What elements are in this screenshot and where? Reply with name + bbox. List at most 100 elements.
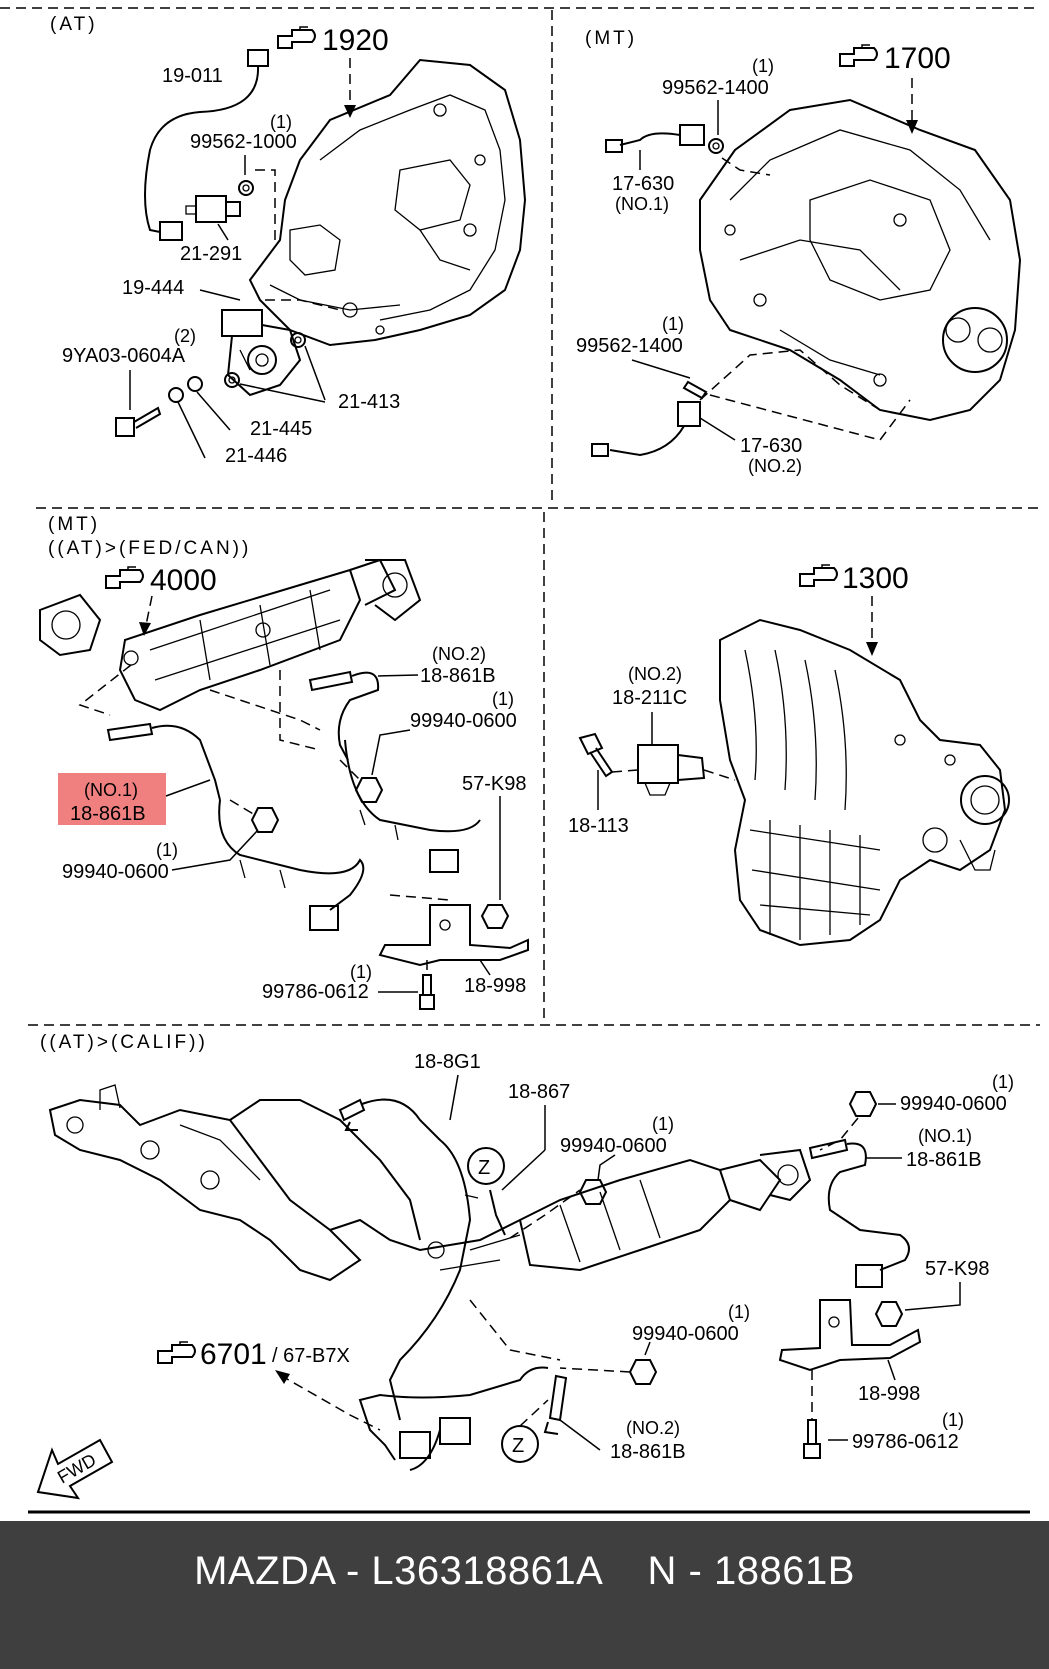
reference-number: 4000 (150, 564, 217, 597)
label-18-861b-no2: 18-861B (420, 665, 496, 687)
bracket-18-998-calif (778, 1299, 922, 1372)
section-header: (MT) (585, 28, 637, 49)
label-19-444: 19-444 (122, 277, 184, 299)
label-99786-0612: 99786-0612 (262, 981, 369, 1003)
label-18-861b-no1-highlighted: 18-861B (70, 803, 146, 825)
section-intake-manifold: 1300 (NO.2) 18-211C (568, 562, 1010, 947)
label-99940-0600-c: 99940-0600 (632, 1323, 739, 1345)
label-18-861b-no1: 18-861B (906, 1149, 982, 1171)
label-qty: (1) (270, 112, 292, 132)
switch-17-630-no1 (605, 124, 705, 153)
section-at-transmission: (AT) 1920 19-011 (1) 99562-1000 (50, 14, 527, 467)
reference-alt: / 67-B7X (272, 1345, 350, 1367)
label-z1: Z (478, 1157, 490, 1179)
harness-19-011 (144, 65, 260, 233)
label-99940-0600-b: 99940-0600 (900, 1093, 1007, 1115)
switch-17-630-no2 (591, 401, 701, 457)
intake-manifold-body (719, 618, 1010, 947)
label-no1-highlighted: (NO.1) (84, 780, 138, 800)
section-mt-transmission: (MT) 1700 (1) 99562-1400 (576, 28, 1022, 476)
label-qty-c: (1) (350, 962, 372, 982)
map-sensor-18-211c (637, 744, 706, 796)
section-header-fed-can: ((AT)>(FED/CAN)) (48, 538, 251, 559)
oxygen-sensor-calif-no1 (808, 1138, 910, 1288)
bolt-9ya03 (115, 406, 162, 437)
label-99562-1400-c: 99562-1400 (576, 335, 683, 357)
bolt-18-113 (578, 732, 614, 778)
label-21-445: 21-445 (250, 418, 312, 440)
oxygen-sensor-18-8g1 (338, 1098, 479, 1421)
label-qty-a: (1) (652, 1114, 674, 1134)
connector-a (399, 1431, 431, 1459)
label-no2: (NO.2) (748, 456, 802, 476)
section-exhaust-fed-can: (MT) ((AT)>(FED/CAN)) 4000 (NO.2) 18-861… (39, 514, 529, 1010)
oxygen-sensor-no2 (308, 670, 481, 873)
label-18-113: 18-113 (568, 815, 629, 837)
label-21-446: 21-446 (225, 445, 287, 467)
part-number-footer: MAZDA - L36318861A N - 18861B (0, 1521, 1049, 1669)
label-57-k98: 57-K98 (925, 1258, 990, 1280)
switch-21-291 (185, 195, 241, 223)
label-18-8g1: 18-8G1 (414, 1051, 481, 1073)
forward-arrow-icon: FWD (36, 1438, 114, 1500)
label-18-998: 18-998 (464, 975, 526, 997)
section-dividers (0, 7, 1040, 1514)
label-99940-0600-b: 99940-0600 (62, 861, 169, 883)
label-qty-a: (1) (492, 689, 514, 709)
catalytic-converter-calif (427, 1148, 812, 1272)
label-18-998: 18-998 (858, 1383, 920, 1405)
connector-b (439, 1417, 471, 1445)
reference-hand-icon (799, 564, 838, 587)
label-17-630-d: 17-630 (740, 435, 802, 457)
diagram-canvas: (AT) 1920 19-011 (1) 99562-1000 (0, 7, 1040, 1514)
label-qty-c: (1) (728, 1302, 750, 1322)
label-21-413: 21-413 (338, 391, 400, 413)
label-no1: (NO.1) (615, 194, 669, 214)
manual-transmission-housing (699, 98, 1022, 422)
label-qty-b: (1) (156, 840, 178, 860)
section-header: ((AT)>(CALIF)) (40, 1032, 208, 1053)
label-17-630-a: 17-630 (612, 173, 674, 195)
label-no2: (NO.2) (626, 1418, 680, 1438)
label-99562-1400-a: 99562-1400 (662, 77, 769, 99)
label-9ya03-0604a: 9YA03-0604A (62, 345, 186, 367)
label-qty-a: (1) (752, 56, 774, 76)
reference-hand-icon (839, 44, 878, 67)
label-18-861b-no2: 18-861B (610, 1441, 686, 1463)
reference-hand-icon (157, 1341, 196, 1364)
transmission-housing (248, 58, 527, 347)
label-qty-b: (1) (992, 1072, 1014, 1092)
section-header: (AT) (50, 14, 98, 35)
label-qty-c: (1) (662, 314, 684, 334)
label-no2: (NO.2) (628, 664, 682, 684)
label-57-k98: 57-K98 (462, 773, 527, 795)
exhaust-manifold (48, 1084, 521, 1282)
reference-hand-icon (277, 26, 316, 49)
z-marker-1 (467, 1147, 505, 1185)
bracket-18-998 (378, 904, 529, 967)
bolt-99786 (419, 974, 435, 1010)
label-21-291: 21-291 (180, 243, 242, 265)
label-no2: (NO.2) (432, 644, 486, 664)
section-header-mt: (MT) (48, 514, 100, 535)
reference-number: 1920 (322, 24, 389, 57)
section-exhaust-calif: ((AT)>(CALIF)) 18-8G1 (36, 1032, 1014, 1500)
label-qty-bolt: (2) (174, 326, 196, 346)
label-qty-d: (1) (942, 1410, 964, 1430)
label-z2: Z (512, 1435, 524, 1457)
highlight-box (58, 773, 166, 825)
bolt-99786-calif (803, 1419, 821, 1459)
label-19-011: 19-011 (162, 65, 223, 87)
label-no1: (NO.1) (918, 1126, 972, 1146)
label-99786-0612: 99786-0612 (852, 1431, 959, 1453)
reference-hand-icon (105, 566, 144, 589)
oxygen-sensor-no1 (106, 722, 365, 931)
catalytic-converter (39, 558, 422, 712)
reference-number: 6701 (200, 1338, 267, 1371)
reference-number: 1700 (884, 42, 951, 75)
reference-number: 1300 (842, 562, 909, 595)
label-99940-0600-a: 99940-0600 (410, 710, 517, 732)
footer-text: MAZDA - L36318861A N - 18861B (194, 1549, 855, 1593)
label-18-867: 18-867 (508, 1081, 570, 1103)
